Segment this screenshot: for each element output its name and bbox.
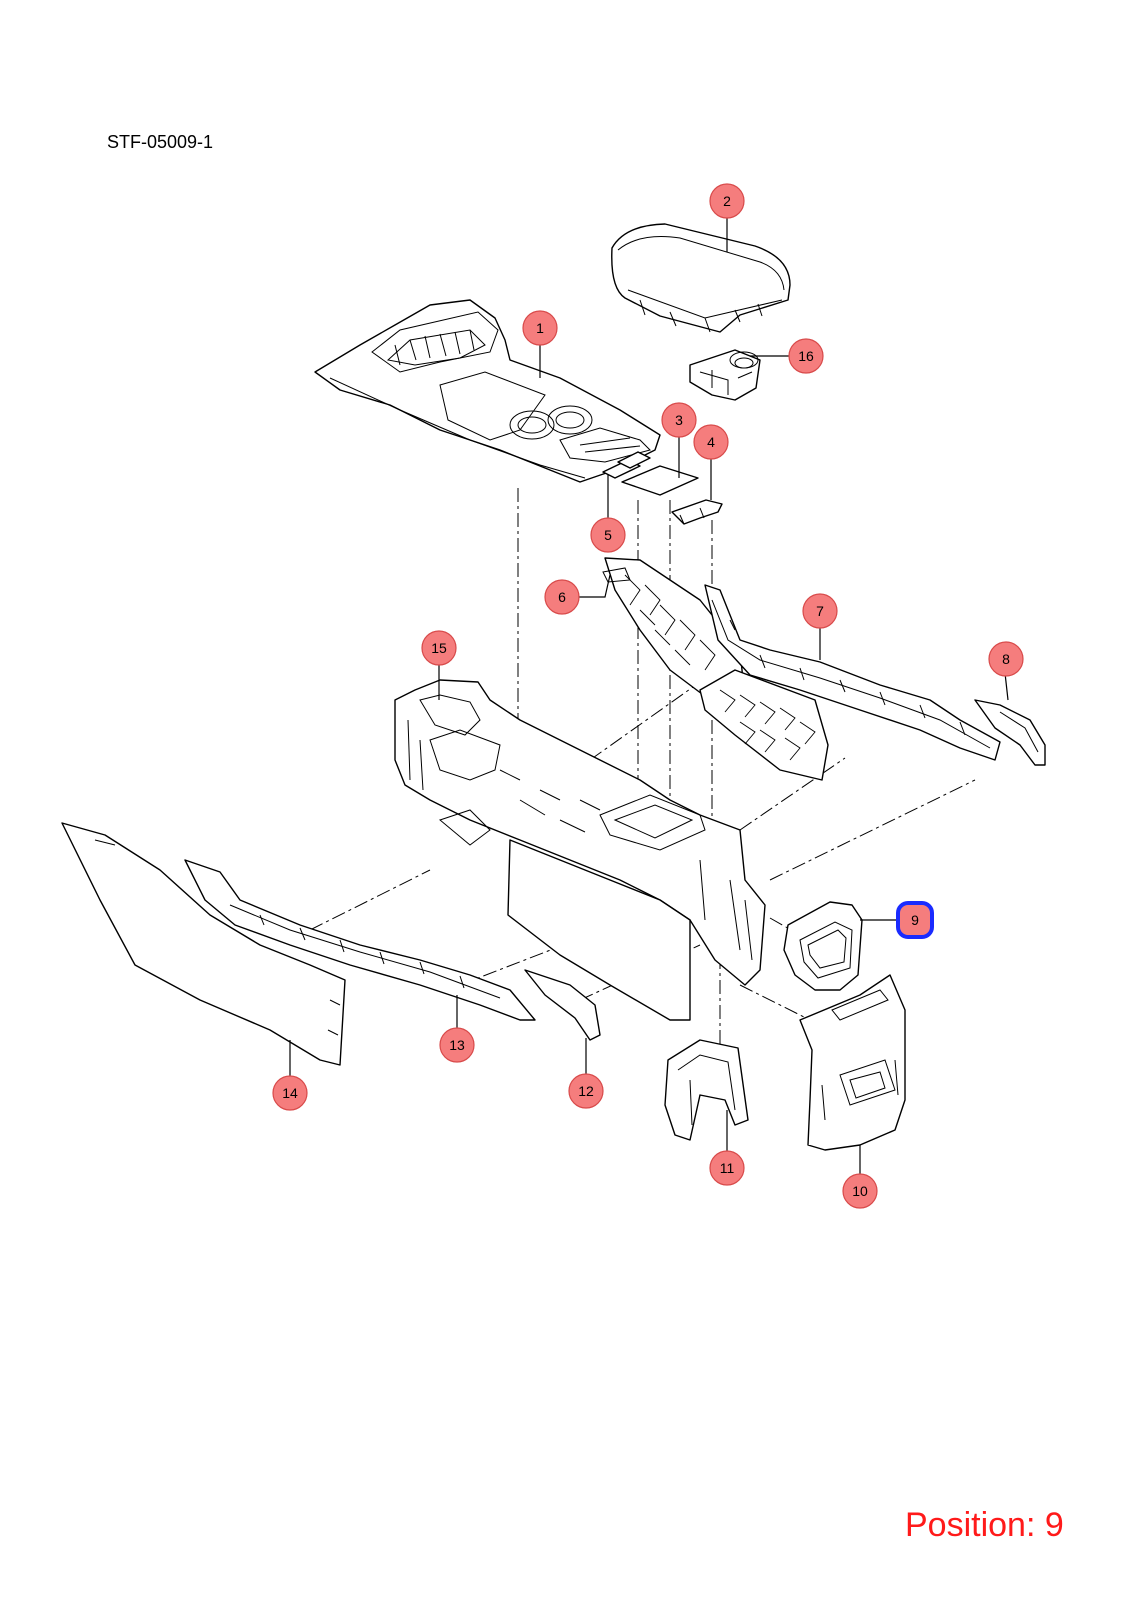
part-14-large-side-panel	[61, 822, 346, 1066]
callout-1[interactable]: 1	[522, 310, 558, 346]
part-13-lower-trim	[184, 859, 536, 1021]
callout-15[interactable]: 15	[421, 630, 457, 666]
part-2-armrest-lid	[611, 223, 791, 333]
position-readout: Position: 9	[905, 1506, 1064, 1544]
part-15-console-frame	[394, 679, 766, 1021]
svg-text:2: 2	[723, 193, 731, 209]
part-10-rear-cover	[799, 974, 906, 1151]
svg-text:7: 7	[816, 603, 824, 619]
svg-text:16: 16	[798, 348, 814, 364]
svg-text:3: 3	[675, 412, 683, 428]
callout-12[interactable]: 12	[568, 1073, 604, 1109]
svg-text:15: 15	[431, 640, 447, 656]
callout-11[interactable]: 11	[709, 1150, 745, 1186]
svg-text:9: 9	[911, 912, 919, 928]
svg-text:10: 10	[852, 1183, 868, 1199]
svg-text:8: 8	[1002, 651, 1010, 667]
svg-text:11: 11	[720, 1160, 735, 1176]
svg-text:1: 1	[536, 320, 544, 336]
part-1-upper-console-trim	[314, 299, 661, 483]
callout-2[interactable]: 2	[709, 183, 745, 219]
part-5-pad	[602, 451, 651, 479]
callouts: 1 2 3 4 5 6 7 8 9 10 11 12 13 14 15 16	[272, 183, 1024, 1209]
svg-text:14: 14	[282, 1085, 298, 1101]
part-8-end-bracket	[974, 699, 1046, 766]
callout-6[interactable]: 6	[544, 579, 580, 615]
diagram-code: STF-05009-1	[107, 132, 214, 152]
callout-7[interactable]: 7	[802, 593, 838, 629]
callout-16[interactable]: 16	[788, 338, 824, 374]
svg-text:6: 6	[558, 589, 566, 605]
callout-5[interactable]: 5	[590, 517, 626, 553]
part-16-cupholder-insert	[689, 349, 761, 401]
leader-lines	[289, 213, 1009, 1175]
callout-3[interactable]: 3	[661, 402, 697, 438]
part-3-mat	[621, 465, 699, 496]
svg-text:13: 13	[449, 1037, 465, 1053]
callout-8[interactable]: 8	[988, 641, 1024, 677]
part-12-side-trim	[524, 969, 601, 1041]
callout-13[interactable]: 13	[439, 1027, 475, 1063]
svg-text:12: 12	[578, 1083, 594, 1099]
part-9-vent-bezel	[783, 901, 863, 991]
svg-text:4: 4	[707, 434, 715, 450]
part-4-bracket	[671, 499, 723, 525]
svg-text:5: 5	[604, 527, 612, 543]
part-7-right-trim-rail	[704, 584, 1001, 761]
part-6-left-mesh-panel	[602, 557, 829, 781]
part-11-support-bracket	[664, 1039, 749, 1141]
callout-4[interactable]: 4	[693, 424, 729, 460]
callout-14[interactable]: 14	[272, 1075, 308, 1111]
callout-10[interactable]: 10	[842, 1173, 878, 1209]
callout-9-selected[interactable]: 9	[896, 901, 934, 939]
